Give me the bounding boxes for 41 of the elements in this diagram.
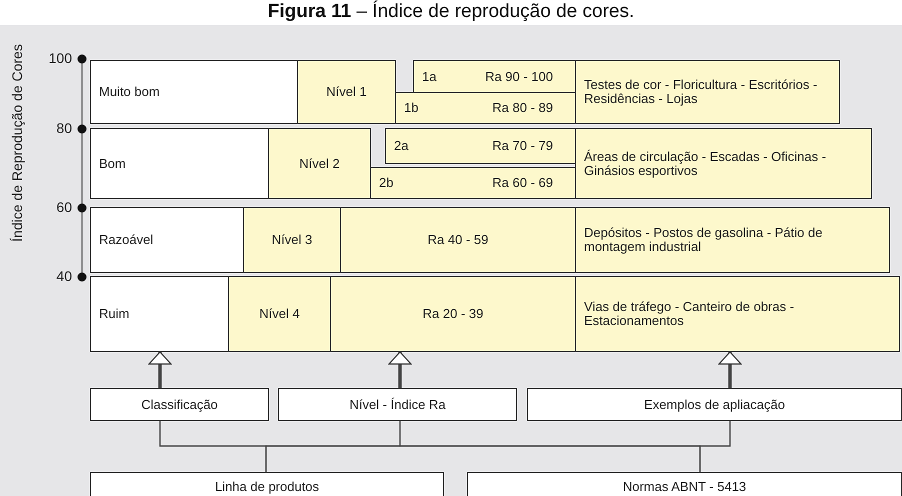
subclass-code: 2b bbox=[379, 176, 394, 190]
examples-cell: Vias de tráfego - Canteiro de obras - Estacionamentos bbox=[575, 276, 900, 352]
examples-cell: Testes de cor - Floricultura - Escritórios - Residências - Lojas bbox=[575, 60, 840, 124]
level-cell: Nível 4 bbox=[228, 276, 331, 352]
examples-cell: Áreas de circulação - Escadas - Oficinas - Ginásios esportivos bbox=[575, 128, 872, 199]
subclass-code: 2a bbox=[394, 139, 408, 153]
ra-range: Ra 90 - 100 bbox=[485, 70, 553, 84]
range-cell bbox=[395, 92, 576, 124]
level-cell: Nível 3 bbox=[243, 207, 341, 273]
range-cell: Ra 20 - 39 bbox=[330, 276, 576, 352]
axis-tick-label: 40 bbox=[55, 268, 72, 284]
subclass-code: 1a bbox=[422, 70, 436, 84]
category-box: Classificação bbox=[90, 388, 269, 421]
ra-range: Ra 70 - 79 bbox=[492, 139, 553, 153]
examples-cell: Depósitos - Postos de gasolina - Pátio de montagem industrial bbox=[575, 207, 890, 273]
level-cell: Nível 1 bbox=[297, 60, 396, 124]
axis-tick-label: 60 bbox=[55, 199, 72, 215]
class-cell: Ruim bbox=[90, 276, 229, 352]
arrow bbox=[718, 351, 742, 388]
range-cell bbox=[413, 60, 576, 93]
axis-tick-label: 80 bbox=[55, 120, 72, 136]
class-cell: Bom bbox=[90, 128, 269, 199]
category-box: Nível - Índice Ra bbox=[278, 388, 517, 421]
connector-line bbox=[699, 421, 731, 472]
source-box: Linha de produtos bbox=[90, 472, 444, 496]
range-cell bbox=[370, 167, 576, 199]
source-box: Normas ABNT - 5413 bbox=[467, 472, 902, 496]
range-cell: Ra 40 - 59 bbox=[340, 207, 576, 273]
arrow bbox=[148, 351, 172, 388]
ra-range: Ra 60 - 69 bbox=[492, 176, 553, 190]
figure-title: Figura 11 – Índice de reprodução de cores. bbox=[268, 1, 634, 22]
class-cell: Muito bom bbox=[90, 60, 298, 124]
arrow bbox=[388, 351, 412, 388]
axis-tick-label: 100 bbox=[48, 50, 72, 66]
axis-title: Índice de Reprodução de Cores bbox=[9, 43, 25, 244]
range-cell bbox=[385, 128, 576, 164]
level-cell: Nível 2 bbox=[268, 128, 371, 199]
category-box: Exemplos de apliacação bbox=[527, 388, 902, 421]
subclass-code: 1b bbox=[404, 101, 418, 115]
ra-range: Ra 80 - 89 bbox=[492, 101, 553, 115]
class-cell: Razoável bbox=[90, 207, 244, 273]
